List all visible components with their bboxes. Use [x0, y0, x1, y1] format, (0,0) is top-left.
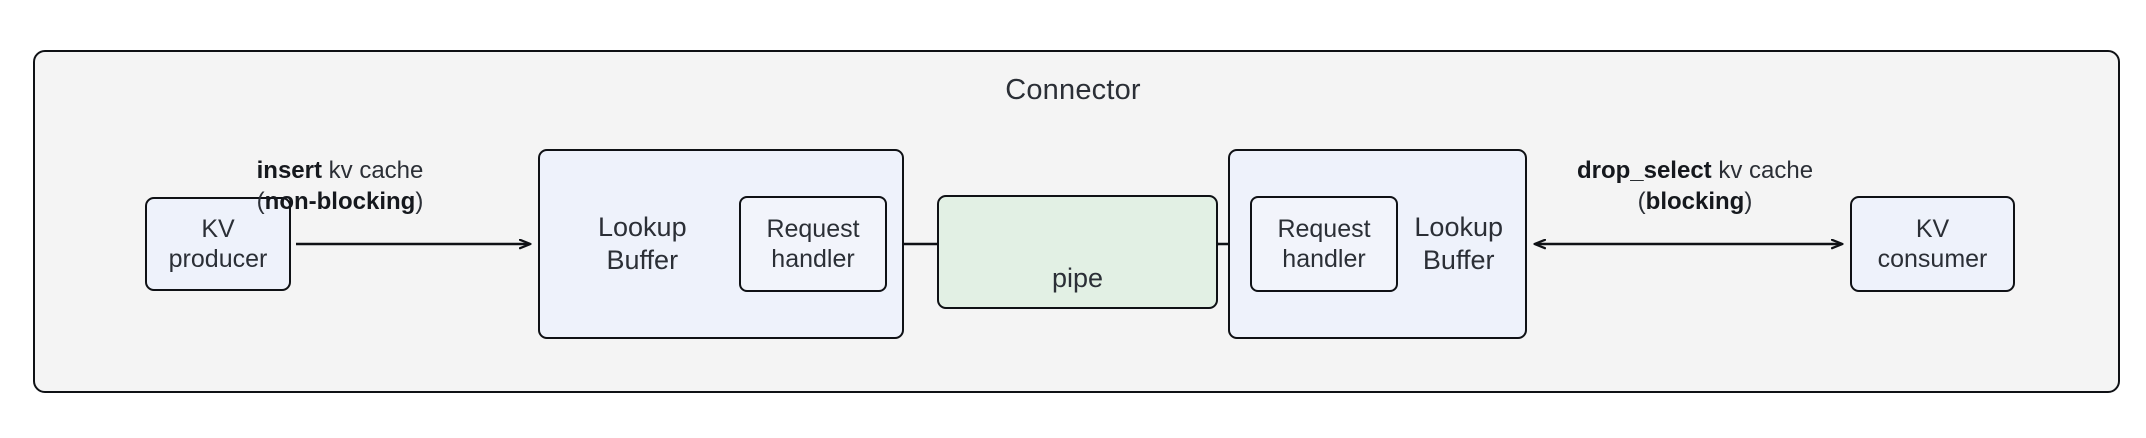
- insert-edge-label-line1: insert kv cache: [256, 157, 424, 184]
- node-pipe[interactable]: pipe: [937, 195, 1218, 309]
- connector-title: Connector: [1005, 74, 1141, 106]
- node-request-handler-right-label: Request handler: [1277, 214, 1371, 274]
- node-kv-consumer-label: KV consumer: [1877, 214, 1988, 274]
- node-request-handler-left[interactable]: Request handler: [739, 196, 887, 292]
- drop-select-edge-label: drop_select kv cache (blocking): [1525, 155, 1865, 217]
- node-pipe-label: pipe: [1051, 263, 1104, 294]
- node-lookup-buffer-right-label: Lookup Buffer: [1414, 212, 1503, 275]
- node-request-handler-right[interactable]: Request handler: [1250, 196, 1398, 292]
- node-kv-producer[interactable]: KV producer: [145, 197, 291, 291]
- node-lookup-buffer-left-label: Lookup Buffer: [598, 212, 687, 275]
- node-kv-producer-label: KV producer: [168, 214, 268, 274]
- insert-edge-label-line2: (non-blocking): [256, 188, 424, 216]
- insert-edge-label: insert kv cache (non-blocking): [180, 155, 500, 217]
- node-kv-consumer[interactable]: KV consumer: [1850, 196, 2015, 292]
- node-request-handler-left-label: Request handler: [766, 214, 860, 274]
- drop-select-edge-label-line2: (blocking): [1637, 188, 1753, 216]
- drop-select-edge-label-line1: drop_select kv cache: [1576, 157, 1814, 184]
